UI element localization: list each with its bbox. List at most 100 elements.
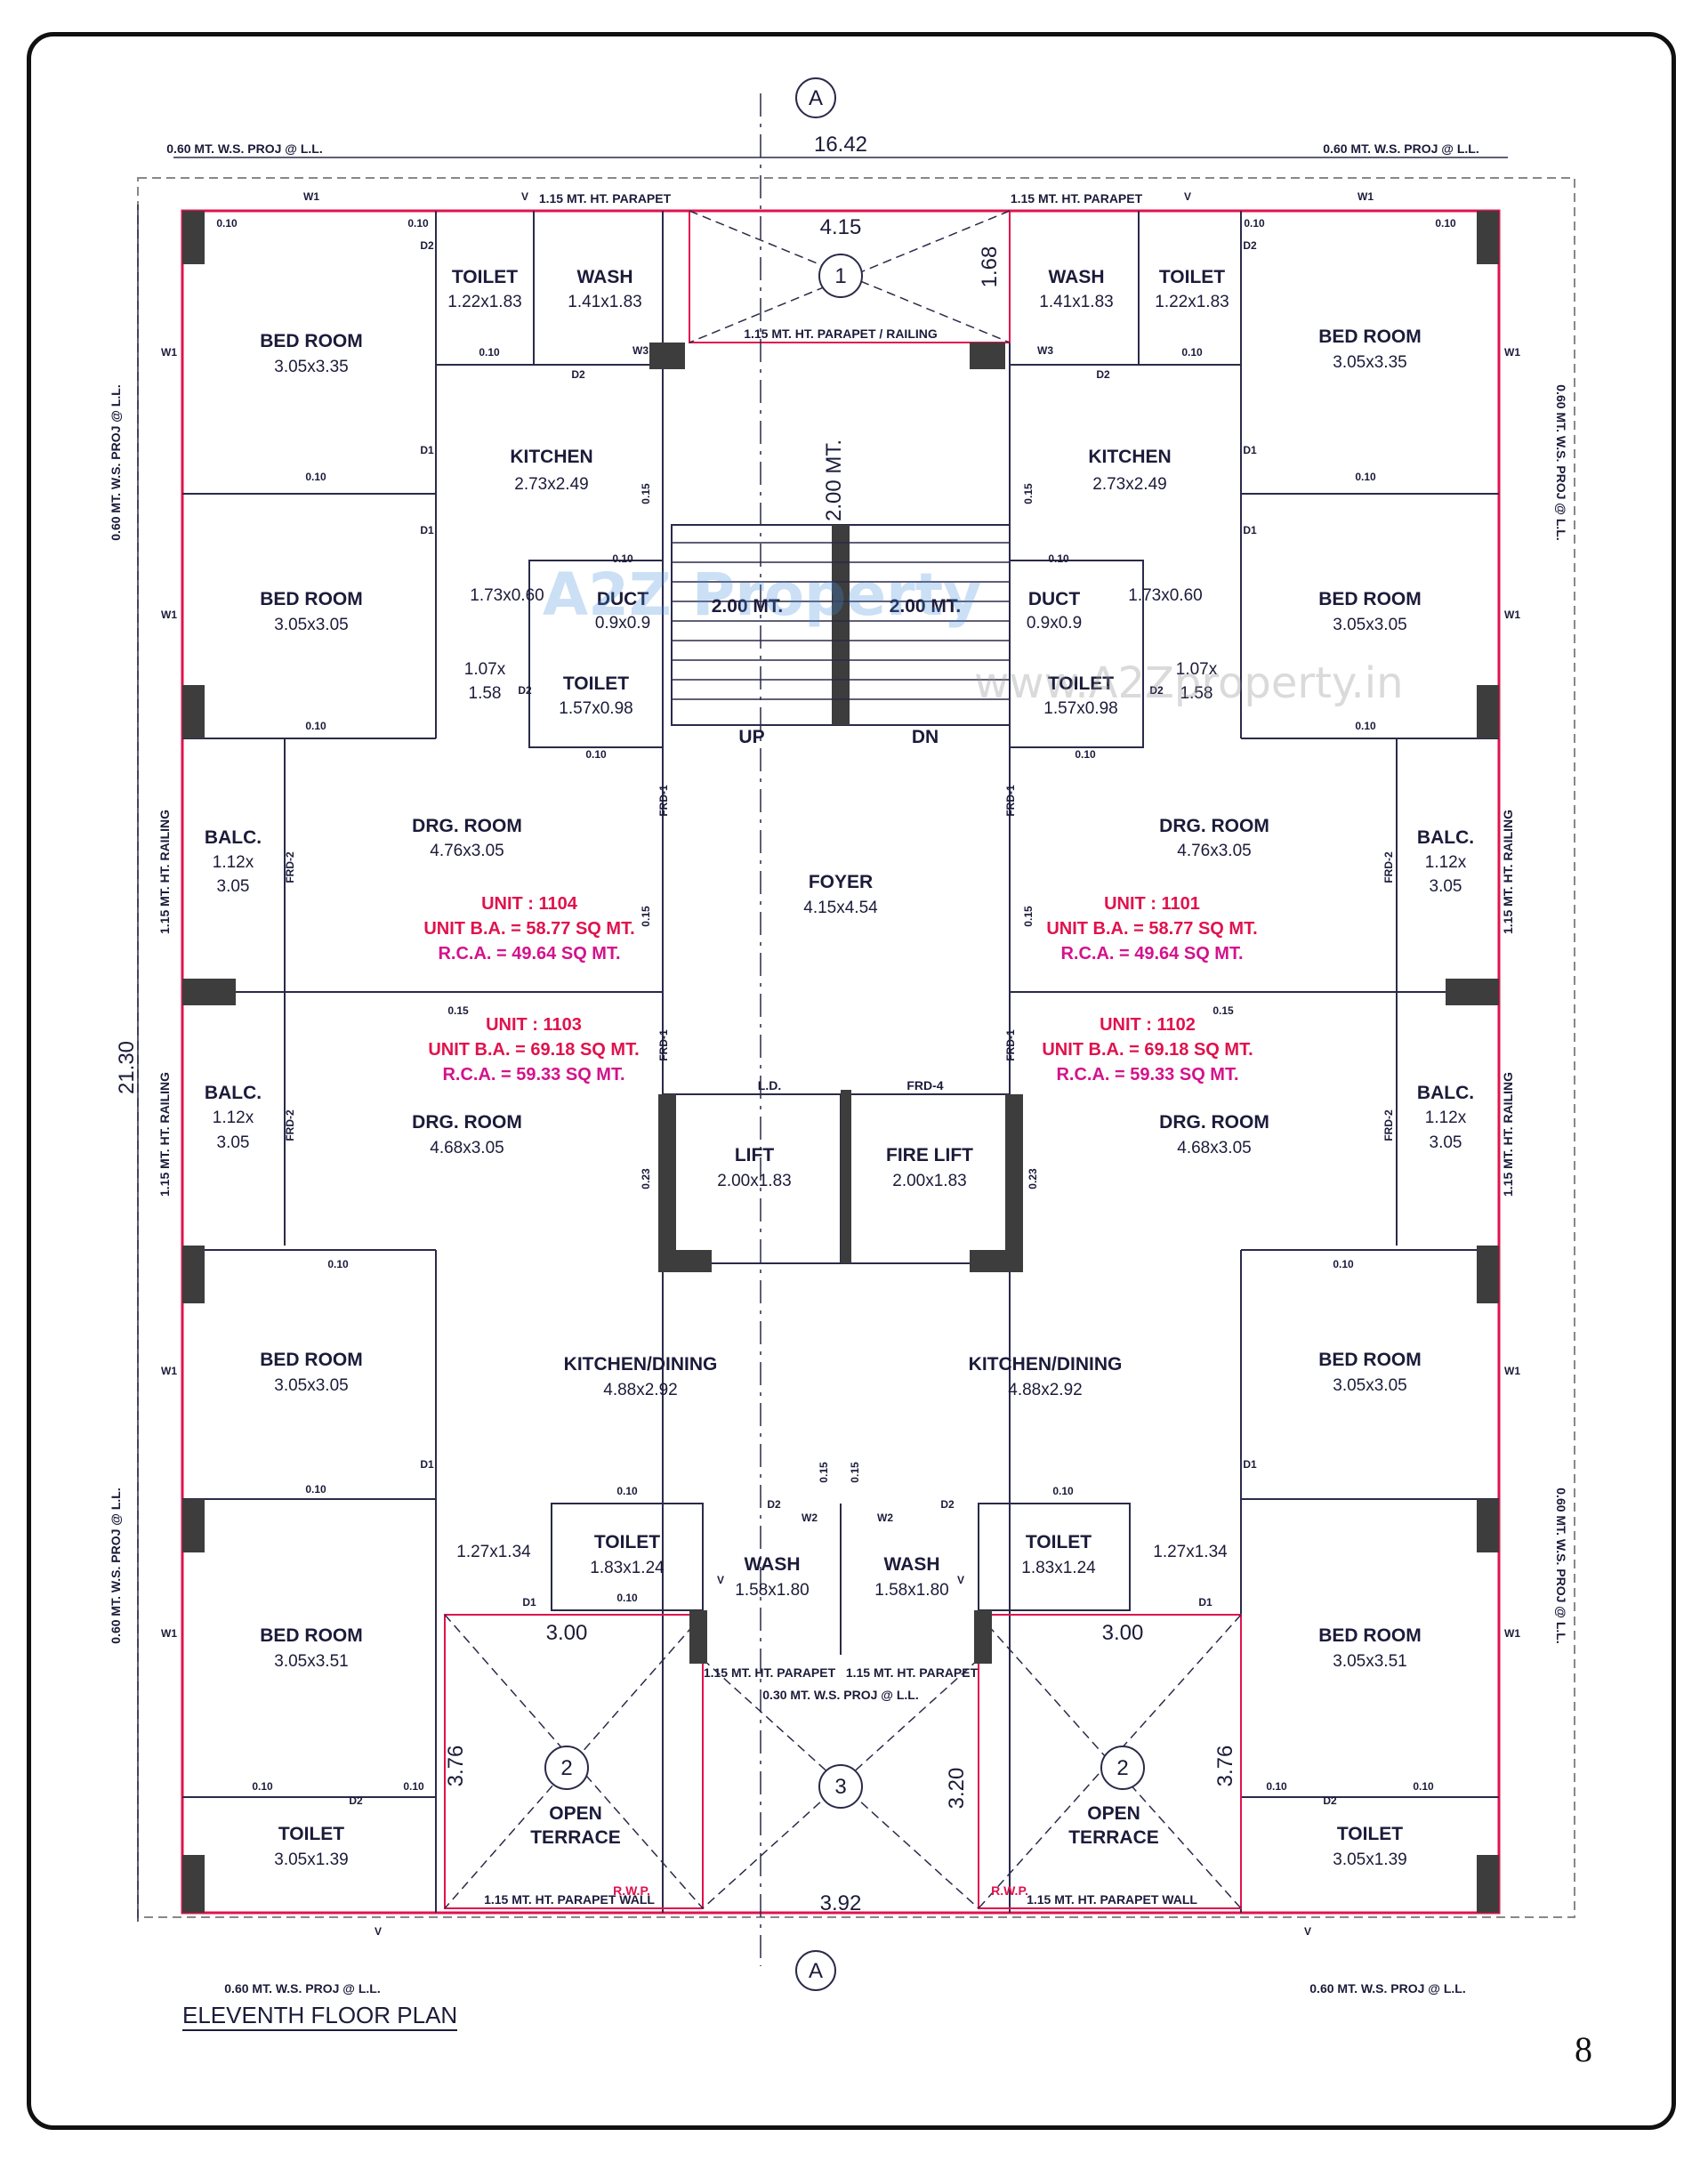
- wash-tr-size: 1.41x1.83: [1039, 293, 1113, 311]
- frd2-l1: FRD-2: [284, 851, 296, 883]
- page-number: 8: [1575, 2029, 1592, 2069]
- toilet-r4-label: TOILET: [1026, 1532, 1092, 1552]
- kitchen-tr-label: KITCHEN: [1088, 447, 1171, 467]
- balc-r2-label: BALC.: [1417, 1083, 1474, 1103]
- stair-landing-length: 2.00 MT.: [822, 439, 846, 521]
- thick-toilet-l4b: 0.10: [616, 1592, 638, 1604]
- door-d1-l2: D1: [420, 524, 434, 536]
- balc-r1-size-a: 1.12x: [1425, 853, 1467, 872]
- kitchen-dining-r-label: KITCHEN/DINING: [969, 1354, 1123, 1375]
- vent-v-br: V: [1304, 1925, 1311, 1938]
- unit-1104-rca: R.C.A. = 49.64 SQ MT.: [438, 944, 620, 964]
- door-d2-tr: D2: [1243, 239, 1257, 252]
- frd2-r1: FRD-2: [1382, 851, 1395, 883]
- thick-015-wr: 0.15: [849, 1462, 861, 1483]
- bed-room-tr-size: 3.05x3.35: [1333, 353, 1406, 372]
- thick-023-r: 0.23: [1027, 1168, 1039, 1189]
- bed-room-tl-label: BED ROOM: [260, 331, 363, 351]
- railing-note-left-bottom: 1.15 MT. HT. RAILING: [157, 1072, 172, 1197]
- kitchen-tr-size: 2.73x2.49: [1092, 475, 1166, 494]
- parapet-wall-right: 1.15 MT. HT. PARAPET WALL: [1027, 1892, 1197, 1907]
- window-w1-left-1: W1: [161, 346, 177, 359]
- wash-r-label: WASH: [884, 1554, 940, 1575]
- section-label-bottom: A: [809, 1959, 823, 1983]
- frd1-tr: FRD-1: [1004, 785, 1017, 817]
- bed-room-l3-label: BED ROOM: [260, 1350, 363, 1370]
- nook-127-r: 1.27x1.34: [1153, 1543, 1228, 1561]
- kitchen-dining-l-label: KITCHEN/DINING: [564, 1354, 718, 1375]
- mark-2-right: 2: [1116, 1756, 1128, 1780]
- overall-width: 16.42: [814, 133, 867, 157]
- parapet-note-left: 1.15 MT. HT. PARAPET: [539, 191, 672, 206]
- door-d1-r2: D1: [1243, 524, 1257, 536]
- proj-note-right-bottom: 0.60 MT. W.S. PROJ @ L.L.: [1554, 1488, 1568, 1643]
- thick-toilet-l: 0.10: [585, 748, 607, 761]
- balc-l2-label: BALC.: [205, 1083, 262, 1103]
- wash-tl-size: 1.41x1.83: [568, 293, 641, 311]
- thick-duct-r: 0.10: [1048, 552, 1069, 565]
- frd2-l2: FRD-2: [284, 1109, 296, 1141]
- thick-l5a: 0.10: [252, 1780, 273, 1793]
- toilet-l5-label: TOILET: [278, 1824, 344, 1844]
- door-d1-terrace-r: D1: [1198, 1596, 1213, 1609]
- section-label-top: A: [809, 86, 823, 110]
- window-w1-top-right: W1: [1358, 190, 1374, 203]
- nook-l-size-b: 1.58: [469, 684, 502, 703]
- fire-lift-label: FIRE LIFT: [886, 1145, 973, 1165]
- balc-r1-size-b: 3.05: [1430, 877, 1462, 896]
- window-w1-right-2: W1: [1504, 609, 1520, 621]
- stair-length-l: 2.00 MT.: [712, 596, 784, 617]
- overall-height: 21.30: [115, 1041, 139, 1094]
- toilet-r2-label: TOILET: [1048, 673, 1114, 694]
- thick-tl-1: 0.10: [216, 217, 238, 230]
- frd1-bl: FRD-1: [657, 1029, 670, 1061]
- proj-note-left-top: 0.60 MT. W.S. PROJ @ L.L.: [109, 384, 123, 540]
- balc-r2-size-b: 3.05: [1430, 1133, 1462, 1152]
- drg-room-r1-label: DRG. ROOM: [1159, 816, 1269, 836]
- section-mark-top: [795, 77, 836, 118]
- toilet-r5-label: TOILET: [1337, 1824, 1403, 1844]
- thick-r3: 0.10: [1333, 1258, 1354, 1270]
- door-d2-toilet-r5: D2: [1323, 1794, 1337, 1807]
- proj-note-bottom-right: 0.60 MT. W.S. PROJ @ L.L.: [1309, 1981, 1465, 1996]
- lift-label: LIFT: [735, 1145, 774, 1165]
- unit-1104-ba: UNIT B.A. = 58.77 SQ MT.: [423, 919, 634, 939]
- door-d2-wash-br: D2: [940, 1498, 955, 1511]
- toilet-tr-label: TOILET: [1159, 267, 1225, 287]
- window-w1-right-1: W1: [1504, 346, 1520, 359]
- parapet-railing-note: 1.15 MT. HT. PARAPET / RAILING: [744, 327, 938, 341]
- nook-127-l: 1.27x1.34: [456, 1543, 531, 1561]
- toilet-l4-label: TOILET: [594, 1532, 660, 1552]
- duct-l-label: DUCT: [597, 589, 649, 609]
- door-d1-tl: D1: [420, 444, 434, 456]
- bed-room-r4-label: BED ROOM: [1318, 1625, 1422, 1646]
- unit-1103-ba: UNIT B.A. = 69.18 SQ MT.: [428, 1040, 639, 1060]
- door-d2-nook-r: D2: [1149, 684, 1164, 697]
- foyer-label: FOYER: [809, 872, 873, 892]
- fire-lift-door-label: FRD-4: [906, 1078, 943, 1093]
- unit-1101-rca: R.C.A. = 49.64 SQ MT.: [1060, 944, 1243, 964]
- ws-proj-030: 0.30 MT. W.S. PROJ @ L.L.: [762, 1688, 918, 1702]
- foyer-size: 4.15x4.54: [803, 899, 878, 917]
- unit-1104-label: UNIT : 1104: [481, 894, 578, 914]
- bed-room-r3-label: BED ROOM: [1318, 1350, 1422, 1370]
- window-w1-right-4: W1: [1504, 1627, 1520, 1640]
- mark-3: 3: [834, 1775, 846, 1799]
- window-w2-left: W2: [802, 1512, 818, 1524]
- watermark-text: www.A2Zproperty.in: [974, 658, 1404, 708]
- stair-length-r: 2.00 MT.: [890, 596, 962, 617]
- kitchen-dining-r-size: 4.88x2.92: [1008, 1381, 1082, 1399]
- thick-tr-2: 0.10: [1435, 217, 1456, 230]
- kitchen-tl-size: 2.73x2.49: [514, 475, 588, 494]
- proj-note-right-top: 0.60 MT. W.S. PROJ @ L.L.: [1554, 384, 1568, 540]
- thick-l3: 0.10: [327, 1258, 349, 1270]
- bed-room-r4-size: 3.05x3.51: [1333, 1652, 1406, 1671]
- frd1-tl: FRD-1: [657, 785, 670, 817]
- parapet-note-right: 1.15 MT. HT. PARAPET: [1011, 191, 1143, 206]
- thick-015-l: 0.15: [447, 1004, 469, 1017]
- thick-tl-3: 0.10: [479, 346, 500, 359]
- unit-1101-ba: UNIT B.A. = 58.77 SQ MT.: [1046, 919, 1257, 939]
- wash-tr-label: WASH: [1049, 267, 1105, 287]
- door-d2-wash-l: D2: [571, 368, 585, 381]
- window-w3-right: W3: [1037, 344, 1053, 357]
